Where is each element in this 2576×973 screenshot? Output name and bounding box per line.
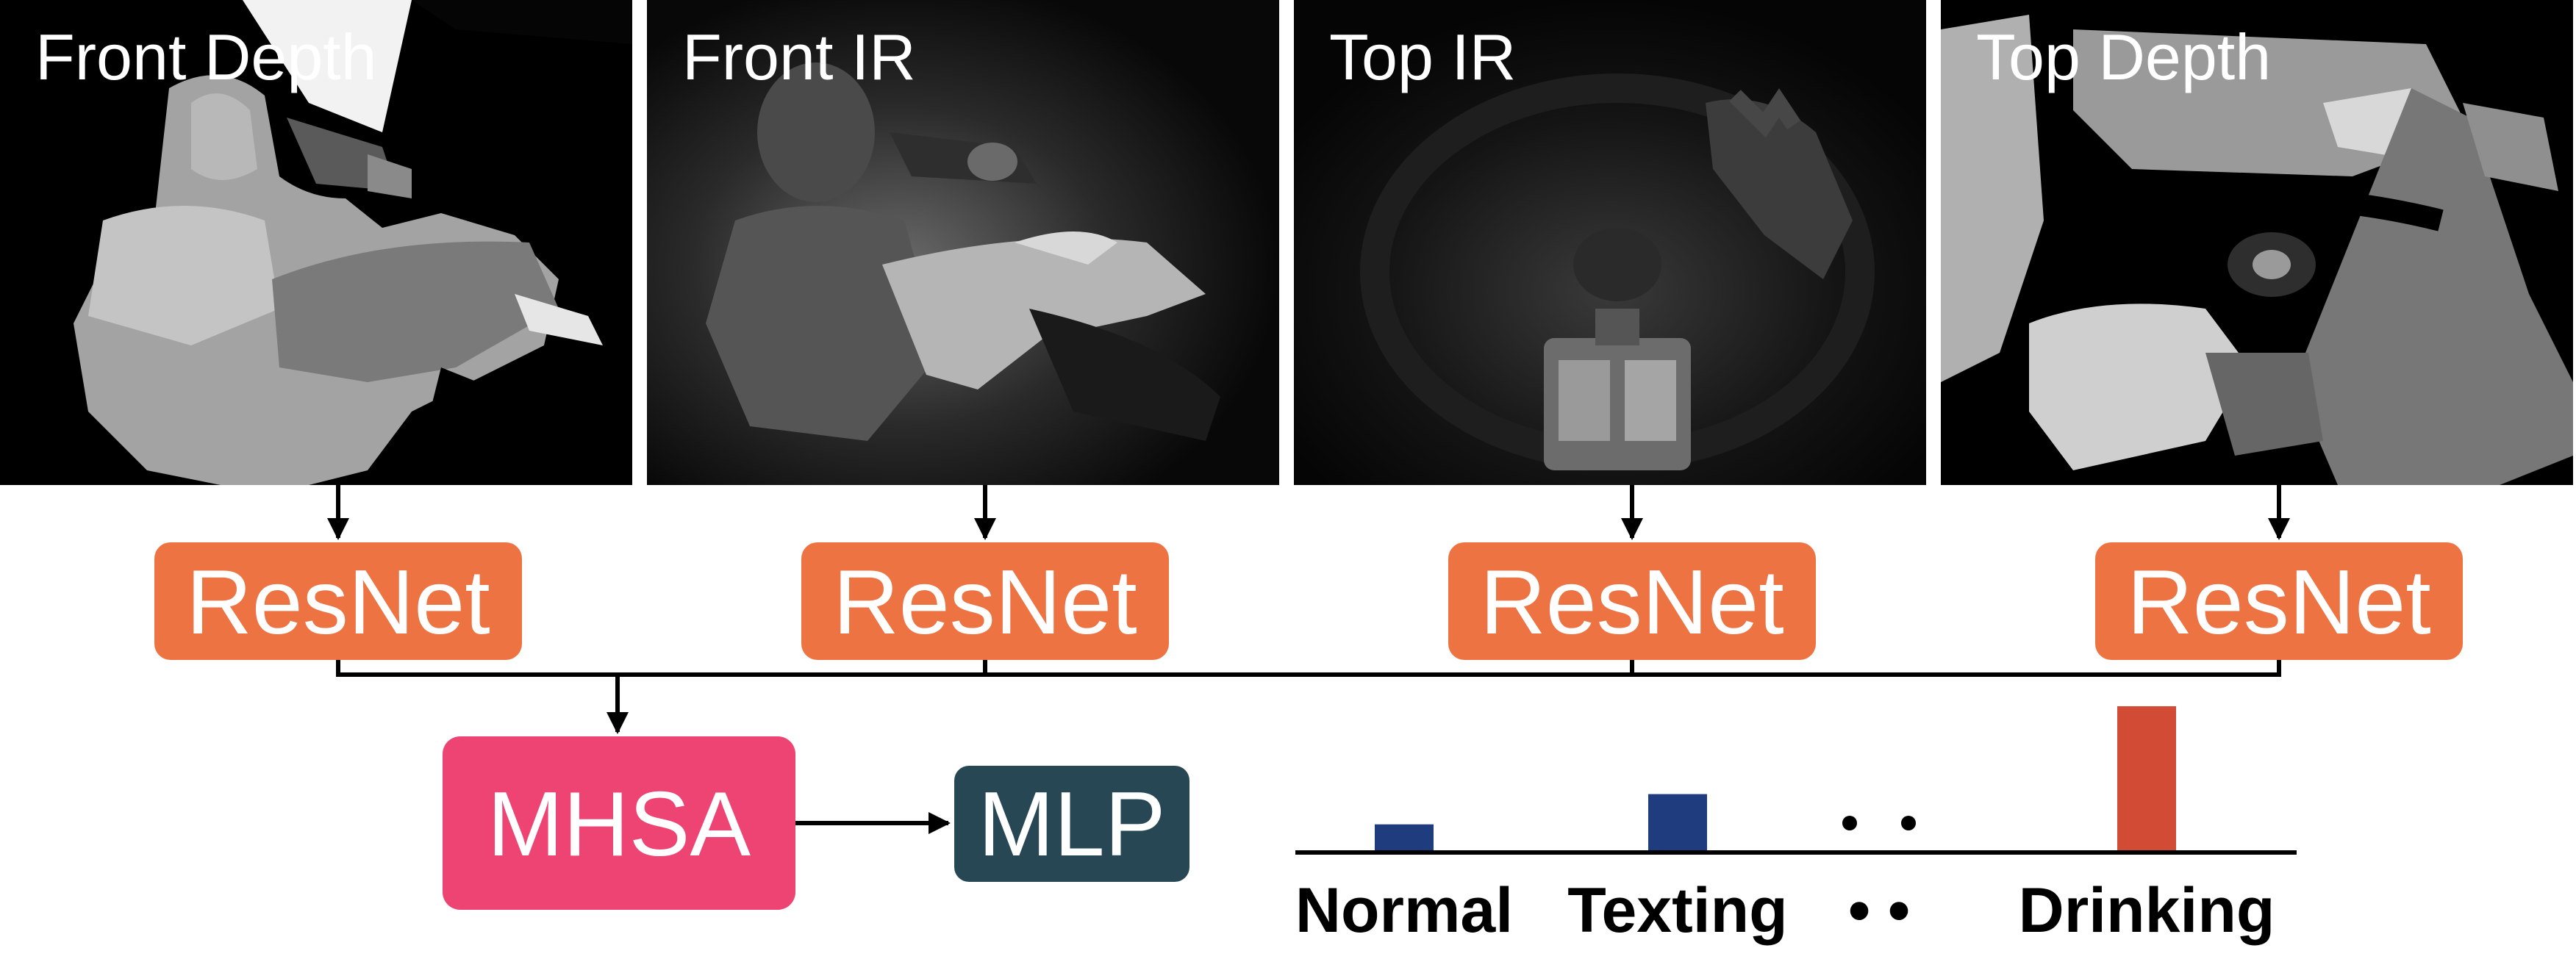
resnet-block: ResNet [154,542,522,660]
resnet-label: ResNet [1480,552,1783,653]
resnet-block: ResNet [2095,542,2463,660]
class-label-drinking: Drinking [2019,875,2275,946]
class-label-texting: Texting [1567,875,1787,946]
class-label-ellipsis: • • [1848,875,1910,946]
class-label-normal: Normal [1295,875,1513,946]
mlp-label: MLP [978,774,1166,875]
fusion-connector [336,660,2281,734]
ellipsis-dot [1901,816,1916,830]
mhsa-label: MHSA [487,774,751,875]
mhsa-block: MHSA [443,736,795,910]
view-top-depth: Top Depth [1941,0,2575,486]
resnet-label: ResNet [2127,552,2430,653]
bar-drinking [2117,706,2176,850]
output-bar-chart: Normal Texting • • Drinking [1295,706,2297,946]
resnet-label: ResNet [186,552,490,653]
bar-texting [1648,794,1707,850]
top-ir-image: Top IR [1294,0,1926,485]
view-front-depth: Front Depth [0,0,634,486]
front-depth-image: Front Depth [0,0,632,485]
front-ir-image: Front IR [647,0,1279,485]
view-label: Front IR [682,21,916,93]
bar-normal [1375,824,1434,850]
view-front-ir: Front IR [647,0,1281,486]
mlp-block: MLP [954,766,1189,882]
resnet-block: ResNet [1448,542,1816,660]
ellipsis-dot [1842,816,1857,830]
view-top-ir: Top IR [1294,0,1928,486]
resnet-block: ResNet [801,542,1169,660]
image-to-resnet-arrows [327,485,2290,540]
resnet-label: ResNet [833,552,1137,653]
view-label: Front Depth [35,21,377,93]
top-depth-image: Top Depth [1941,0,2573,485]
view-label: Top IR [1329,21,1516,93]
view-label: Top Depth [1976,21,2271,93]
